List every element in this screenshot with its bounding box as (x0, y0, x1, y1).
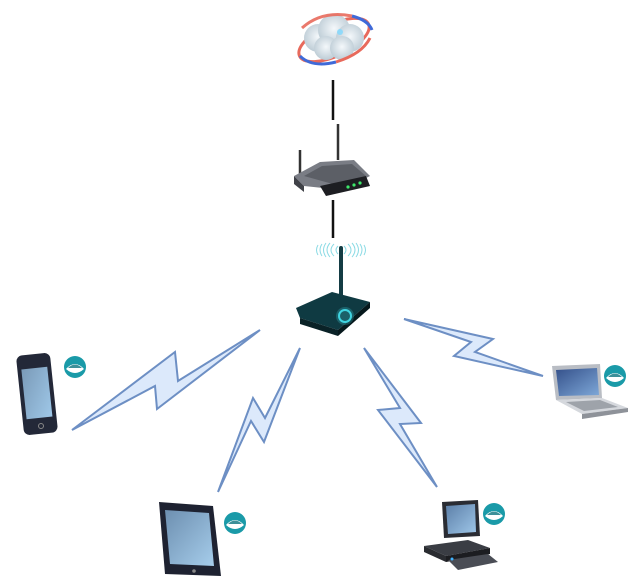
cloud-globe-icon[interactable] (292, 8, 376, 70)
wireless-link-smartphone (71, 329, 261, 431)
tablet-icon[interactable] (155, 498, 225, 580)
wireless-link-desktop-bolt (363, 347, 438, 488)
wireless-link-laptop (403, 318, 544, 377)
router-icon[interactable] (290, 120, 376, 200)
smartphone-icon[interactable] (16, 350, 64, 438)
wifi-client-badge-icon (224, 512, 246, 534)
wifi-client-badge-icon (483, 503, 505, 525)
wifi-client-badge-icon (604, 365, 626, 387)
wireless-link-tablet (217, 347, 301, 493)
wifi-client-badge-icon (64, 356, 86, 378)
wifi-access-point-icon[interactable] (290, 238, 380, 338)
laptop-icon[interactable] (548, 362, 630, 424)
desktop-computer-icon[interactable] (418, 496, 500, 572)
